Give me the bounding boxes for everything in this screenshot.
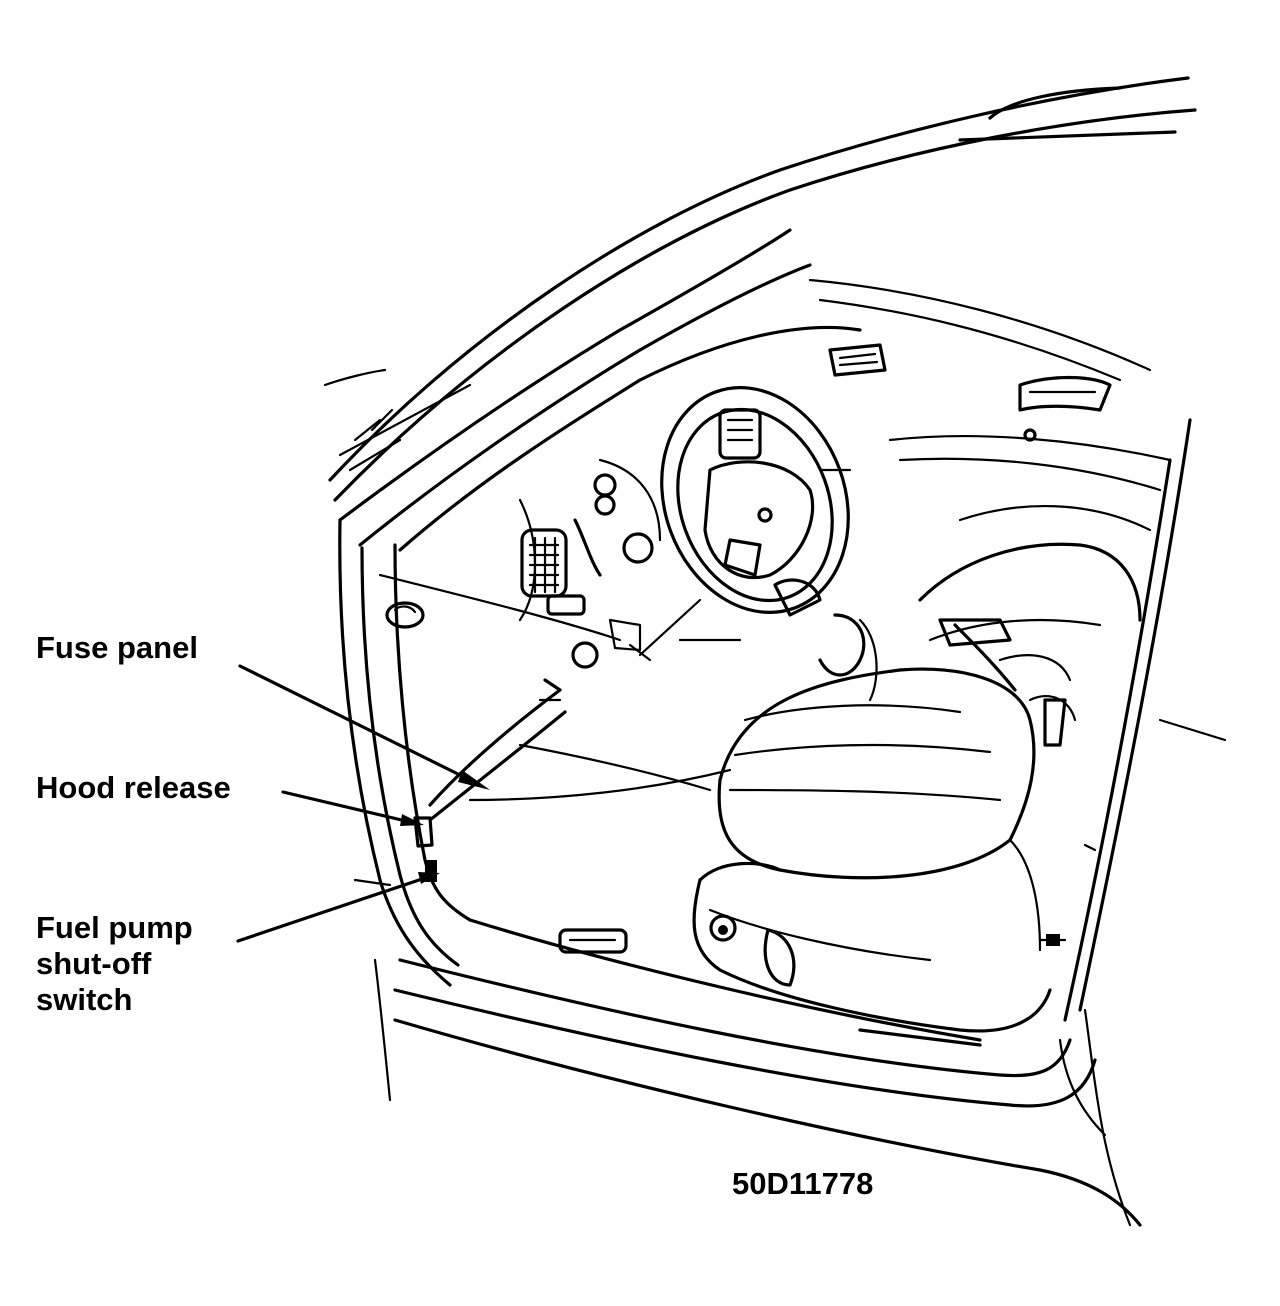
figure-id: 50D11778: [732, 1166, 874, 1201]
hood-release-label: Hood release: [36, 770, 231, 805]
fuel-pump-label-line-3: switch: [36, 982, 133, 1017]
fuel-pump-leader: [236, 876, 427, 943]
fuel-pump-label-line-1: Fuel pump: [36, 910, 193, 945]
steering-wheel: [638, 386, 852, 657]
leader-lines: [236, 664, 490, 943]
floor-area: [385, 601, 732, 954]
b-pillar: [1038, 418, 1227, 1227]
fuse-panel-leader: [238, 664, 472, 782]
dash-vent-left: [520, 528, 568, 598]
fuel-pump-label-line-2: shut-off: [36, 946, 152, 981]
dashboard: [378, 278, 1172, 669]
roof-lines: [323, 76, 1197, 502]
fuel-pump-shutoff-switch-label: Fuel pump shut-off switch: [36, 910, 193, 1018]
passenger-seat: [818, 504, 1152, 702]
driver-seat: [692, 667, 1077, 1047]
hood-release-leader: [281, 790, 412, 824]
fuse-panel-label: Fuse panel: [36, 630, 198, 665]
door-frame: [338, 228, 1142, 1227]
